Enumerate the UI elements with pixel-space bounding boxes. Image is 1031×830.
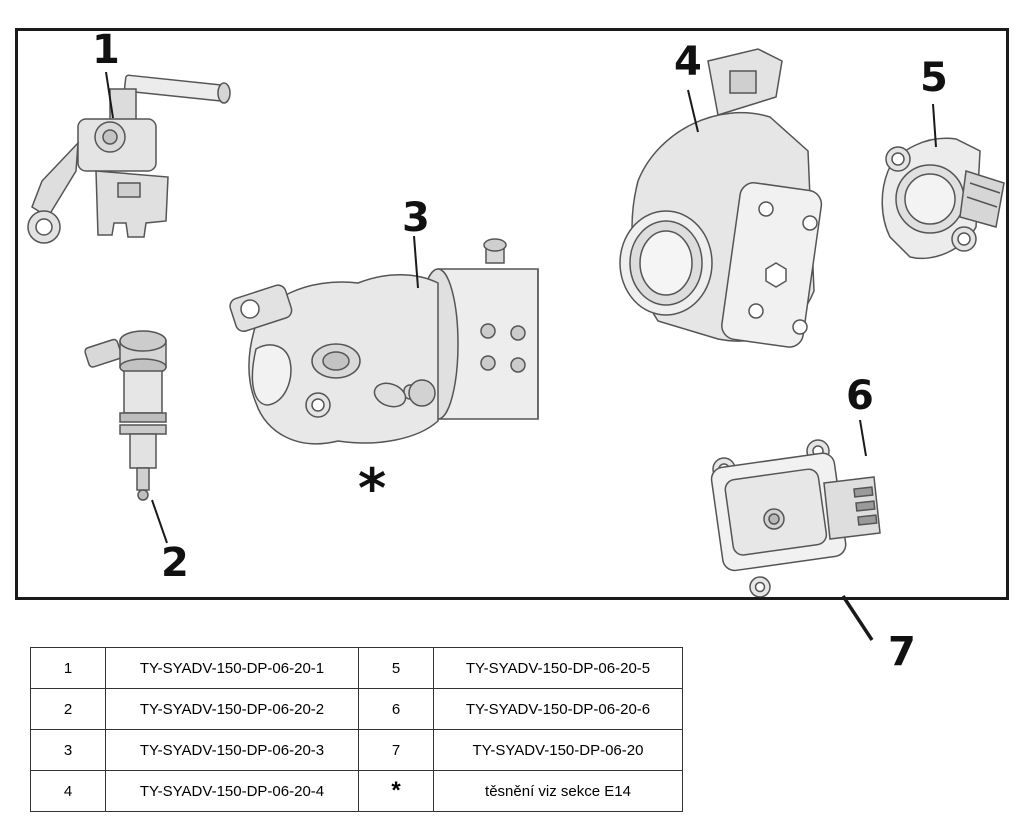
callout-2: 2 (161, 540, 189, 586)
table-row: 1 TY-SYADV-150-DP-06-20-1 5 TY-SYADV-150… (30, 647, 683, 689)
part-number-cell: TY-SYADV-150-DP-06-20-2 (105, 688, 359, 730)
part-3-drawing (229, 238, 539, 445)
part-ref-cell: 5 (358, 647, 434, 689)
part-1-drawing (27, 74, 231, 244)
callout-4: 4 (674, 39, 702, 85)
part-number-cell: TY-SYADV-150-DP-06-20-4 (105, 770, 359, 812)
leader-line-7 (841, 595, 874, 641)
part-number-cell: TY-SYADV-150-DP-06-20-5 (433, 647, 683, 689)
part-ref-cell: 1 (30, 647, 106, 689)
asterisk-callout: * (358, 457, 387, 520)
callout-6: 6 (846, 373, 874, 419)
part-5-drawing (881, 137, 1005, 260)
part-ref-cell: 2 (30, 688, 106, 730)
part-number-cell: TY-SYADV-150-DP-06-20-6 (433, 688, 683, 730)
part-ref-cell: 3 (30, 729, 106, 771)
gasket-note-cell: těsnění viz sekce E14 (433, 770, 683, 812)
callout-5: 5 (920, 55, 948, 101)
part-2-drawing (84, 330, 167, 501)
callout-3: 3 (402, 195, 430, 241)
part-4-drawing (619, 48, 823, 348)
callout-7: 7 (888, 629, 916, 675)
parts-table: 1 TY-SYADV-150-DP-06-20-1 5 TY-SYADV-150… (30, 647, 683, 812)
parts-drawings (27, 48, 1005, 597)
callout-1: 1 (92, 27, 120, 73)
part-6-drawing (710, 439, 881, 597)
table-row: 3 TY-SYADV-150-DP-06-20-3 7 TY-SYADV-150… (30, 729, 683, 771)
part-ref-cell: 6 (358, 688, 434, 730)
part-number-cell: TY-SYADV-150-DP-06-20-3 (105, 729, 359, 771)
table-row: 2 TY-SYADV-150-DP-06-20-2 6 TY-SYADV-150… (30, 688, 683, 730)
part-ref-cell: 7 (358, 729, 434, 771)
table-row: 4 TY-SYADV-150-DP-06-20-4 * těsnění viz … (30, 770, 683, 812)
asterisk-ref-cell: * (358, 770, 434, 812)
diagram-panel (15, 28, 1009, 600)
part-number-cell: TY-SYADV-150-DP-06-20-1 (105, 647, 359, 689)
part-number-cell: TY-SYADV-150-DP-06-20 (433, 729, 683, 771)
part-ref-cell: 4 (30, 770, 106, 812)
